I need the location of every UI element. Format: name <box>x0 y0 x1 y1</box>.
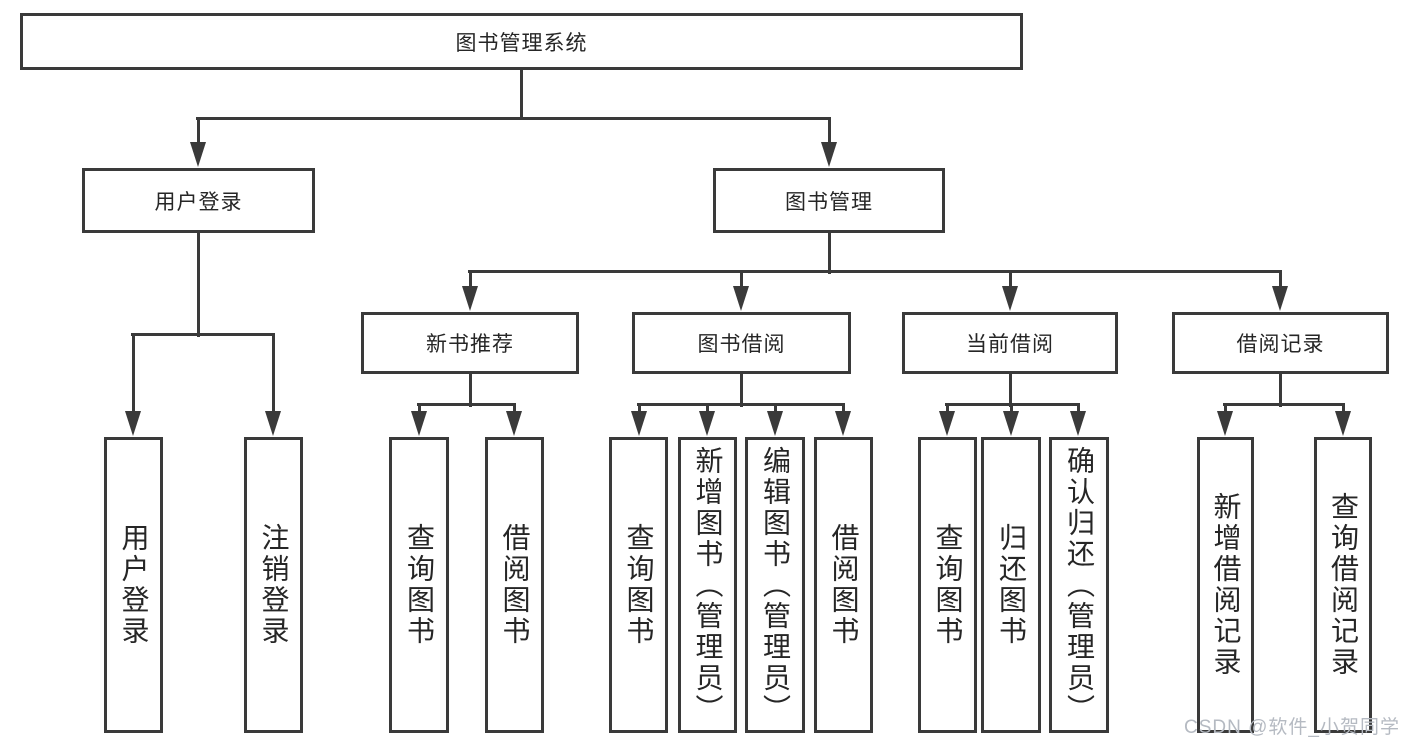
leaf-borrow-edit-books: 编辑图书（管理员） <box>745 437 805 733</box>
node-borrow-records: 借阅记录 <box>1172 312 1389 374</box>
node-book-management: 图书管理 <box>713 168 945 233</box>
connector-line <box>739 271 743 292</box>
arrowhead-down-icon <box>699 411 715 436</box>
leaf-logout-label: 注销登录 <box>258 523 290 647</box>
leaf-current-return-books: 归还图书 <box>981 437 1041 733</box>
arrowhead-down-icon <box>1003 411 1019 436</box>
leaf-borrow-query-books: 查询图书 <box>609 437 668 733</box>
connector-line <box>1278 271 1282 292</box>
leaf-borrow-borrow-books: 借阅图书 <box>814 437 873 733</box>
connector-line <box>1278 374 1282 407</box>
node-book-borrow: 图书借阅 <box>632 312 851 374</box>
arrowhead-down-icon <box>125 411 141 436</box>
node-current-borrow-label: 当前借阅 <box>966 333 1054 356</box>
arrowhead-down-icon <box>411 411 427 436</box>
leaf-recommend-query-books-label: 查询图书 <box>404 523 435 647</box>
connector-line <box>468 271 472 292</box>
connector-line <box>827 118 831 150</box>
connector-line <box>739 374 743 407</box>
arrowhead-down-icon <box>1002 286 1018 311</box>
leaf-borrow-add-books: 新增图书（管理员） <box>678 437 737 733</box>
node-current-borrow: 当前借阅 <box>902 312 1118 374</box>
leaf-current-query-books: 查询图书 <box>918 437 977 733</box>
arrowhead-down-icon <box>1070 411 1086 436</box>
connector-line <box>131 334 135 416</box>
arrowhead-down-icon <box>190 142 206 167</box>
node-new-book-recommend: 新书推荐 <box>361 312 579 374</box>
leaf-recommend-query-books: 查询图书 <box>389 437 449 733</box>
arrowhead-down-icon <box>1335 411 1351 436</box>
leaf-logout: 注销登录 <box>244 437 303 733</box>
connector-line <box>196 118 200 150</box>
node-new-book-recommend-label: 新书推荐 <box>426 333 514 356</box>
connector-line <box>271 334 275 416</box>
node-book-borrow-label: 图书借阅 <box>697 333 786 356</box>
leaf-user-login: 用户登录 <box>104 437 163 733</box>
arrowhead-down-icon <box>265 411 281 436</box>
leaf-borrow-add-books-label: 新增图书（管理员） <box>692 445 724 725</box>
connector-line <box>637 402 845 406</box>
arrowhead-down-icon <box>835 411 851 436</box>
arrowhead-down-icon <box>939 411 955 436</box>
arrowhead-down-icon <box>821 142 837 167</box>
node-root-label: 图书管理系统 <box>455 31 588 55</box>
leaf-current-confirm-return: 确认归还（管理员） <box>1049 437 1109 733</box>
leaf-borrow-query-books-label: 查询图书 <box>623 523 655 647</box>
arrowhead-down-icon <box>767 411 783 436</box>
arrowhead-down-icon <box>462 286 478 311</box>
leaf-current-return-books-label: 归还图书 <box>996 523 1027 647</box>
node-root: 图书管理系统 <box>20 13 1023 70</box>
arrowhead-down-icon <box>1217 411 1233 436</box>
csdn-watermark: CSDN @软件_小贺同学 <box>1184 717 1400 738</box>
connector-line <box>468 374 472 407</box>
arrowhead-down-icon <box>506 411 522 436</box>
leaf-current-confirm-return-label: 确认归还（管理员） <box>1064 445 1095 725</box>
connector-line <box>519 70 523 120</box>
connector-line <box>1008 374 1012 407</box>
arrowhead-down-icon <box>631 411 647 436</box>
connector-line <box>1223 402 1345 406</box>
node-book-management-label: 图书管理 <box>785 190 873 214</box>
leaf-records-add-record: 新增借阅记录 <box>1197 437 1254 733</box>
connector-line <box>417 402 516 406</box>
arrowhead-down-icon <box>1272 286 1288 311</box>
leaf-borrow-borrow-books-label: 借阅图书 <box>828 523 860 647</box>
node-user-login: 用户登录 <box>82 168 315 233</box>
connector-line <box>827 233 831 274</box>
connector-line <box>196 233 200 337</box>
leaf-records-query-record-label: 查询借阅记录 <box>1328 492 1359 678</box>
leaf-records-query-record: 查询借阅记录 <box>1314 437 1372 733</box>
leaf-user-login-label: 用户登录 <box>118 523 150 647</box>
node-user-login-label: 用户登录 <box>154 190 243 214</box>
connector-line <box>1008 271 1012 292</box>
leaf-recommend-borrow-books: 借阅图书 <box>485 437 544 733</box>
connector-line <box>131 332 275 336</box>
arrowhead-down-icon <box>733 286 749 311</box>
leaf-records-add-record-label: 新增借阅记录 <box>1210 492 1242 678</box>
leaf-recommend-borrow-books-label: 借阅图书 <box>499 523 531 647</box>
leaf-borrow-edit-books-label: 编辑图书（管理员） <box>760 445 791 725</box>
node-borrow-records-label: 借阅记录 <box>1236 333 1325 356</box>
connector-line <box>468 269 1282 273</box>
leaf-current-query-books-label: 查询图书 <box>932 523 964 647</box>
connector-line <box>945 402 1080 406</box>
connector-line <box>196 116 831 120</box>
